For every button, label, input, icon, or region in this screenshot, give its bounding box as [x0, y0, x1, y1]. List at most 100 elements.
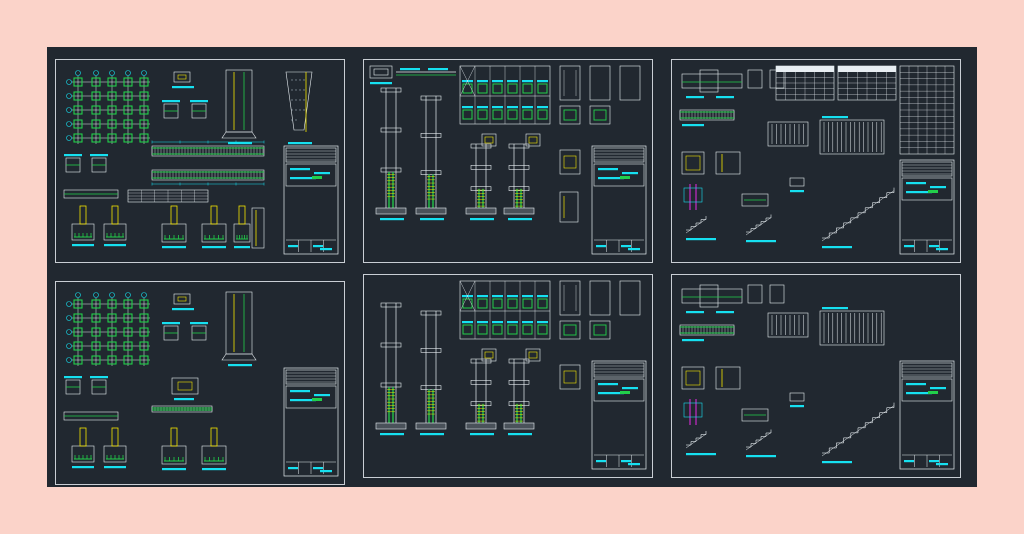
aggregate-dot — [291, 89, 293, 91]
column-stub — [210, 205, 218, 225]
drawing-rect — [373, 68, 389, 76]
footing — [91, 133, 101, 143]
text-label-bar — [686, 96, 704, 99]
drawing-rect — [508, 165, 530, 170]
schedule-header — [838, 66, 896, 72]
text-label-bar — [234, 246, 250, 249]
drawing-rect — [420, 170, 442, 175]
grid-bubble — [66, 93, 72, 99]
drawing-rect — [420, 310, 442, 316]
drawing-rect — [685, 155, 701, 171]
column-section — [477, 83, 488, 94]
drawing-rect — [593, 163, 645, 187]
drawing-line — [685, 433, 707, 449]
footing — [73, 91, 83, 101]
column-section — [492, 298, 503, 309]
drawing-rect — [563, 370, 577, 384]
footing — [139, 77, 149, 87]
grid-bubble — [66, 315, 72, 321]
text-label-bar — [72, 244, 94, 247]
column-section — [477, 324, 488, 335]
text-label-bar — [312, 398, 322, 401]
drawing-rect — [747, 69, 763, 89]
footing — [73, 327, 83, 337]
drawing-rect — [420, 385, 442, 390]
footing — [73, 77, 83, 87]
footing — [139, 133, 149, 143]
drawing-rect — [528, 136, 538, 144]
text-label-bar — [507, 106, 518, 109]
column-section — [492, 83, 503, 94]
column-section — [507, 298, 518, 309]
drawing-rect — [525, 133, 541, 147]
footing — [107, 313, 117, 323]
text-label-bar — [904, 245, 914, 248]
footing — [91, 91, 101, 101]
sheet-drawing — [375, 280, 647, 470]
text-label-bar — [620, 176, 630, 179]
text-label-bar — [716, 311, 734, 314]
footing — [73, 119, 83, 129]
footing — [91, 299, 101, 309]
text-label-bar — [172, 308, 194, 311]
text-label-bar — [507, 80, 518, 83]
footing — [139, 355, 149, 365]
text-label-bar — [822, 461, 852, 464]
drawing-rect — [503, 422, 535, 430]
text-label-bar — [507, 321, 518, 324]
footing — [107, 91, 117, 101]
text-label-bar — [906, 191, 932, 194]
text-label-bar — [470, 433, 494, 436]
drawing-rect — [681, 73, 743, 89]
drawing-rect — [683, 187, 703, 203]
drawing-rect — [177, 381, 193, 391]
text-label-bar — [428, 68, 448, 71]
grid-bubble — [75, 70, 81, 76]
text-label-bar — [314, 394, 330, 397]
drawing-rect — [225, 69, 253, 133]
grid-bubble — [66, 79, 72, 85]
text-label-bar — [628, 463, 640, 466]
drawing-rect — [465, 207, 497, 215]
text-label-bar — [90, 154, 108, 157]
drawing-rect — [415, 207, 447, 215]
aggregate-dot — [291, 79, 293, 81]
text-label-bar — [462, 321, 473, 324]
drawing-rect — [380, 127, 402, 133]
drawing-rect — [177, 74, 187, 80]
column-section — [477, 298, 488, 309]
landing-detail — [789, 392, 805, 402]
drawing-rect — [681, 151, 705, 175]
footing — [107, 77, 117, 87]
text-label-bar — [936, 463, 948, 466]
sheet-foundation-plan-top — [55, 59, 345, 263]
text-label-bar — [320, 470, 332, 473]
footing — [123, 299, 133, 309]
column-section — [462, 83, 473, 94]
drawing-rect — [819, 310, 885, 346]
footing — [107, 119, 117, 129]
drawing-rect — [283, 145, 339, 255]
column-section — [522, 324, 533, 335]
drawing-rect — [741, 193, 769, 207]
drawing-rect — [151, 169, 265, 181]
grid-bubble — [66, 121, 72, 127]
drawing-rect — [769, 69, 785, 89]
footing — [107, 355, 117, 365]
grid-bubble — [66, 301, 72, 307]
text-label-bar — [790, 190, 804, 193]
footing — [91, 355, 101, 365]
column-section — [563, 109, 577, 121]
footing — [123, 313, 133, 323]
drawing-rect — [508, 401, 530, 406]
aggregate-dot — [299, 99, 301, 101]
drawing-rect — [380, 87, 402, 93]
footing — [91, 105, 101, 115]
drawing-rect — [559, 105, 581, 125]
drawing-rect — [481, 133, 497, 147]
drawing-rect — [484, 351, 494, 359]
footing — [73, 355, 83, 365]
text-label-bar — [682, 339, 704, 342]
aggregate-dot — [295, 89, 297, 91]
drawing-rect — [173, 71, 191, 83]
